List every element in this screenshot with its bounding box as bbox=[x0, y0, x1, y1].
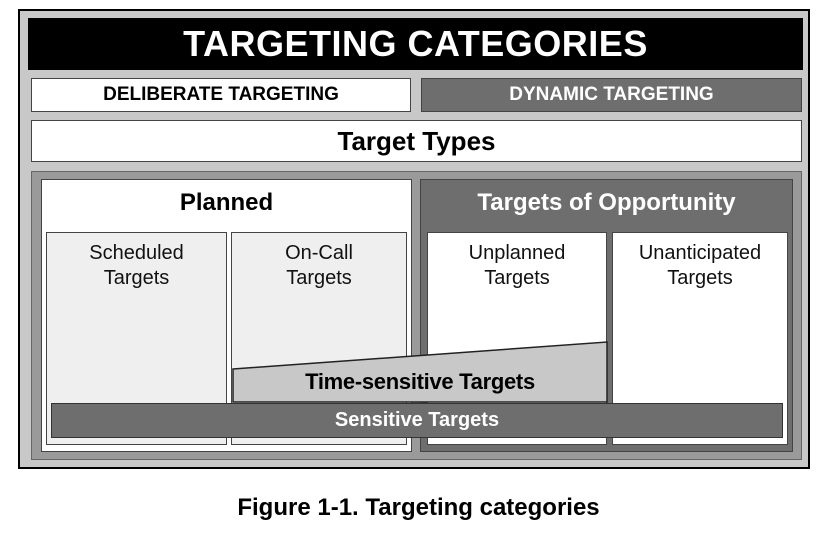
planned-title: Planned bbox=[179, 189, 274, 216]
time-sensitive-wedge bbox=[232, 341, 608, 403]
target-types-box: Target Types bbox=[31, 120, 802, 162]
diagram-title: TARGETING CATEGORIES bbox=[28, 18, 803, 70]
unanticipated-targets-line2: Targets bbox=[667, 267, 733, 289]
deliberate-targeting-box: DELIBERATE TARGETING bbox=[31, 78, 411, 112]
unplanned-targets-line2: Targets bbox=[484, 267, 550, 289]
time-sensitive-label: Time-sensitive Targets bbox=[305, 369, 535, 394]
opportunity-title: Targets of Opportunity bbox=[477, 189, 736, 216]
unanticipated-targets-line1: Unanticipated bbox=[638, 242, 762, 264]
unplanned-targets-line1: Unplanned bbox=[468, 242, 566, 264]
on-call-targets-line1: On-Call bbox=[285, 242, 353, 264]
scheduled-targets-line2: Targets bbox=[103, 267, 170, 289]
scheduled-targets-line1: Scheduled bbox=[89, 242, 184, 264]
figure-caption: Figure 1-1. Targeting categories bbox=[237, 494, 600, 521]
sensitive-targets-bar: Sensitive Targets bbox=[51, 403, 783, 438]
dynamic-targeting-box: DYNAMIC TARGETING bbox=[421, 78, 802, 112]
on-call-targets-line2: Targets bbox=[286, 267, 352, 289]
